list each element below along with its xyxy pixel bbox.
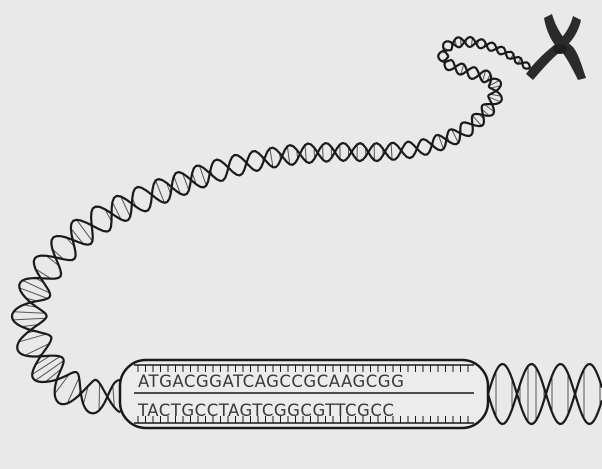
sequence-box: ATGACGGATCAGCCGCAAGCGG TACTGCCTAGTCGGCGT… [120, 360, 488, 428]
bottom-strand-sequence: TACTGCCTAGTCGGCGTTCGCC [137, 401, 394, 420]
top-strand-sequence: ATGACGGATCAGCCGCAAGCGG [138, 372, 404, 391]
base-pair-rung [99, 383, 100, 410]
